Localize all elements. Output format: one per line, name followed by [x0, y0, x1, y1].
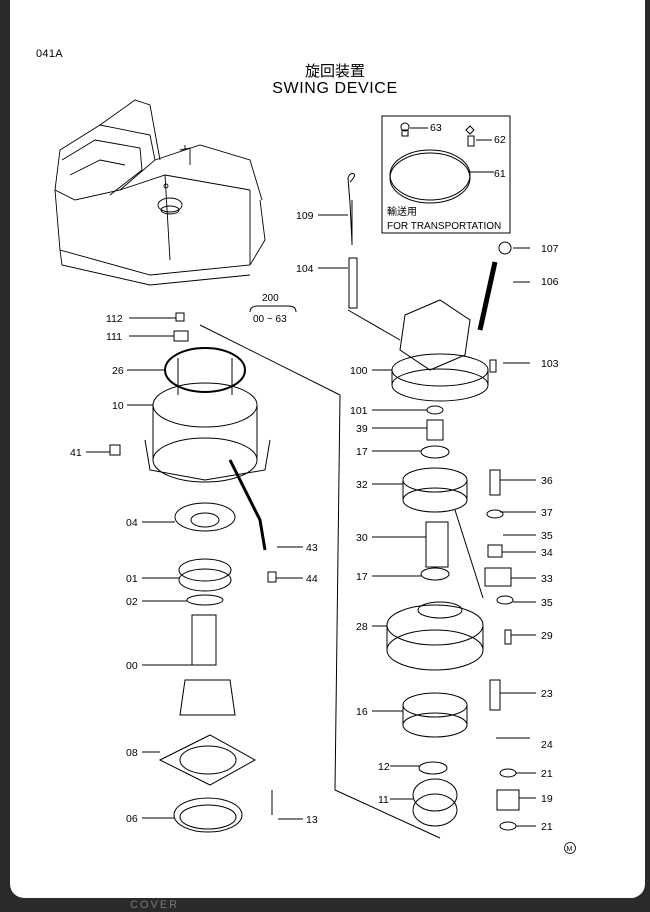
callout-104: 104 [296, 263, 314, 275]
callout-29: 29 [541, 630, 553, 642]
callout-111: 111 [106, 331, 122, 343]
title-japanese: 旋回装置 [304, 63, 365, 80]
callout-41: 41 [70, 447, 82, 459]
callout-21: 21 [541, 821, 553, 833]
callout-06: 06 [126, 813, 138, 825]
transportation-inset [381, 115, 511, 234]
callout-11: 11 [378, 794, 389, 806]
callout-19: 19 [541, 793, 553, 805]
callout-28: 28 [356, 621, 368, 633]
callout-32: 32 [356, 479, 368, 491]
callout-21: 21 [541, 768, 553, 780]
callout-43: 43 [306, 542, 318, 554]
callout-107: 107 [541, 243, 559, 255]
callout-44: 44 [306, 573, 318, 585]
callout-02: 02 [126, 596, 138, 608]
callout-63: 63 [430, 122, 442, 134]
callout-16: 16 [356, 706, 368, 718]
mark-symbol: M [567, 846, 573, 853]
callout-12: 12 [378, 761, 390, 773]
callout-08: 08 [126, 747, 138, 759]
callout-34: 34 [541, 547, 553, 559]
callout-00: 00 [126, 660, 138, 672]
callout-36: 36 [541, 475, 553, 487]
callout-04: 04 [126, 517, 138, 529]
callout-100: 100 [350, 365, 368, 377]
inset-caption-en: FOR TRANSPORTATION [387, 221, 501, 232]
parts-catalog-sheet: 041A 旋回装置 SWING DEVICE [10, 0, 645, 898]
leader-lines [86, 317, 536, 827]
callout-23: 23 [541, 688, 553, 700]
callout-33: 33 [541, 573, 553, 585]
callout-39: 39 [356, 423, 368, 435]
bottom-strip [0, 898, 650, 912]
callout-101: 101 [350, 405, 368, 417]
bottom-partial-text: COVER [130, 899, 180, 911]
housing-and-shaft [109, 312, 277, 833]
callout-35: 35 [541, 597, 553, 609]
title-english: SWING DEVICE [272, 80, 398, 97]
callout-17: 17 [356, 446, 368, 458]
callout-106: 106 [541, 276, 559, 288]
callout-10: 10 [112, 400, 124, 412]
callout-26: 26 [112, 365, 124, 377]
callout-13: 13 [306, 814, 318, 826]
callout-24: 24 [541, 739, 553, 751]
range-bottom-label: 00 ~ 63 [253, 314, 287, 325]
callout-numbers: 63 62 61 109 104 107 106 100 103 101 39 17 32 36 37 35 3… [70, 122, 559, 833]
callout-17: 17 [356, 571, 368, 583]
exploded-parts-diagram: 輸送用 FOR TRANSPORTATION 200 00 ~ 63 63626… [54, 99, 576, 854]
inset-caption-jp: 輸送用 [387, 205, 417, 218]
callout-01: 01 [126, 573, 138, 585]
callout-103: 103 [541, 358, 559, 370]
dipstick-assembly [318, 173, 358, 309]
callout-37: 37 [541, 507, 553, 519]
range-bracket [199, 305, 484, 839]
callout-109: 109 [296, 210, 314, 222]
callout-35: 35 [541, 530, 553, 542]
planetary-gear-stack [386, 405, 530, 831]
callout-62: 62 [494, 134, 506, 146]
callout-112: 112 [106, 313, 123, 325]
callout-30: 30 [356, 532, 368, 544]
page-code: 041A [36, 48, 63, 60]
range-top-label: 200 [262, 293, 279, 304]
callout-61: 61 [494, 168, 506, 180]
swing-motor [347, 241, 530, 402]
excavator-illustration [54, 99, 266, 286]
